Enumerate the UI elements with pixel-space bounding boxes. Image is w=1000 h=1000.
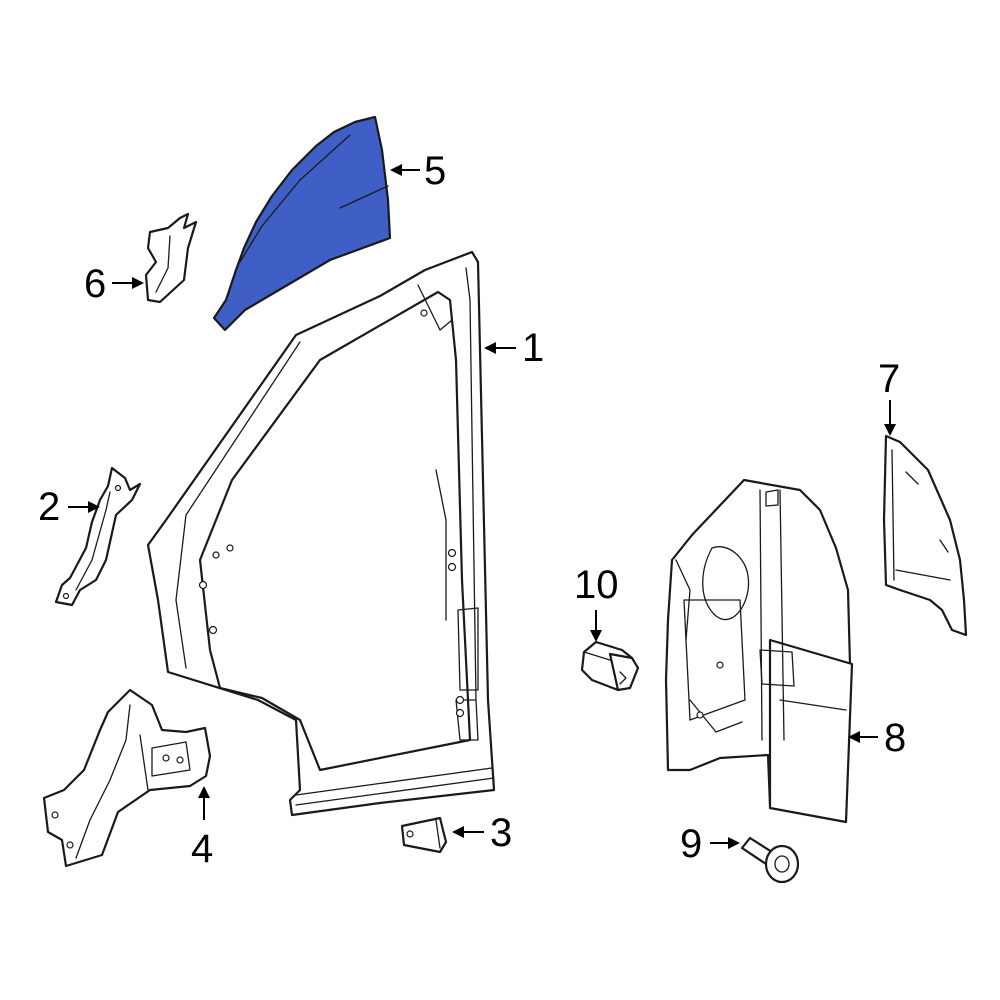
part-8-carrier-panel[interactable] <box>664 478 854 824</box>
arrowhead-4 <box>198 786 210 798</box>
callout-4: 4 <box>191 827 213 871</box>
part-5-fill <box>212 115 392 332</box>
part-2-bracket[interactable] <box>54 466 142 607</box>
arrowhead-7 <box>884 424 896 436</box>
arrowhead-1 <box>484 342 496 354</box>
callout-6: 6 <box>84 262 106 306</box>
callout-8: 8 <box>884 716 906 760</box>
part-9-push-pin[interactable] <box>740 836 800 884</box>
arrowhead-2 <box>88 501 100 513</box>
part-3-small-bracket[interactable] <box>400 816 448 854</box>
part-7-trim-strip[interactable] <box>882 434 968 637</box>
callout-labels: 1 2 3 4 5 6 7 8 9 10 <box>38 149 906 871</box>
arrowhead-3 <box>452 826 464 838</box>
part-1-aperture-frame[interactable] <box>146 250 496 817</box>
callout-2: 2 <box>38 485 60 529</box>
callout-7: 7 <box>878 357 900 401</box>
arrowhead-8 <box>848 731 860 743</box>
part-5-pillar-trim-highlighted[interactable] <box>212 115 392 332</box>
part-6-upper-bracket[interactable] <box>144 212 198 304</box>
leader-lines <box>68 164 896 849</box>
callout-10: 10 <box>574 563 619 607</box>
part-4-lower-panel[interactable] <box>42 688 212 868</box>
callout-5: 5 <box>424 149 446 193</box>
arrowhead-5 <box>390 164 402 176</box>
arrowhead-10 <box>590 630 602 642</box>
callout-3: 3 <box>490 811 512 855</box>
arrowhead-6 <box>132 277 144 289</box>
arrowhead-9 <box>728 837 740 849</box>
part-10-clip[interactable] <box>580 640 640 692</box>
callout-1: 1 <box>522 326 544 370</box>
callout-9: 9 <box>680 822 702 866</box>
